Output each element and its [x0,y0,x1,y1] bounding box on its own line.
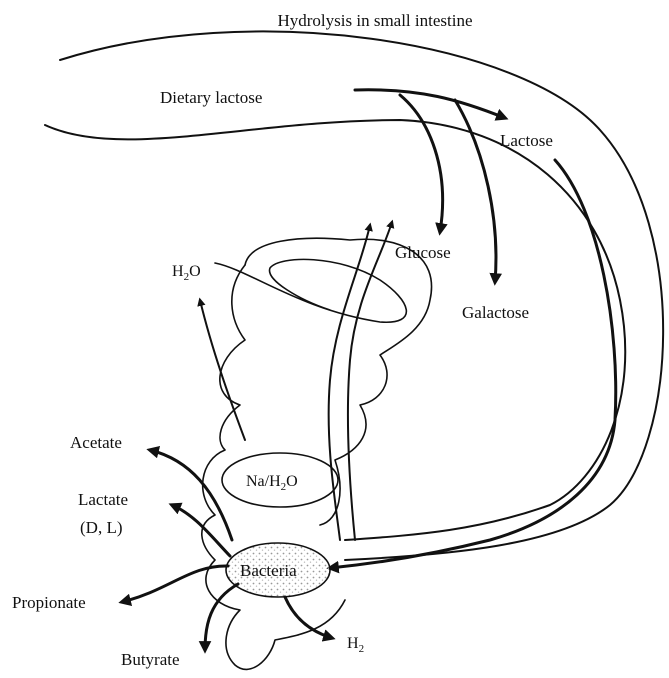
acetate-arrow [150,450,232,540]
lactose-label: Lactose [500,131,553,150]
propionate-label: Propionate [12,593,86,612]
water-efflux-arrow [200,300,245,440]
colon-outline-left [202,265,345,669]
lactate-forms-label: (D, L) [80,518,122,537]
galactose-arrow [455,100,496,282]
water-label: H2O [172,263,201,283]
butyrate-label: Butyrate [121,650,180,669]
glucose-label: Glucose [395,243,451,262]
lactose-transit-arrow [330,160,616,568]
lactose-flow-arrow [355,90,505,118]
intestine-inner-wall [45,120,625,540]
galactose-label: Galactose [462,303,529,322]
bacteria-label: Bacteria [240,561,297,580]
acetate-label: Acetate [70,433,122,452]
glucose-arrow [400,95,443,232]
absorption-arrow-right [348,222,392,540]
hydrogen-label: H2 [347,635,364,655]
absorption-loop [215,259,406,322]
dietary-lactose-label: Dietary lactose [160,88,262,107]
intestine-outer-wall [60,31,663,560]
sodium-water-label: Na/H2O [246,473,298,493]
lactate-label: Lactate [78,490,128,509]
diagram-title: Hydrolysis in small intestine [277,11,472,30]
